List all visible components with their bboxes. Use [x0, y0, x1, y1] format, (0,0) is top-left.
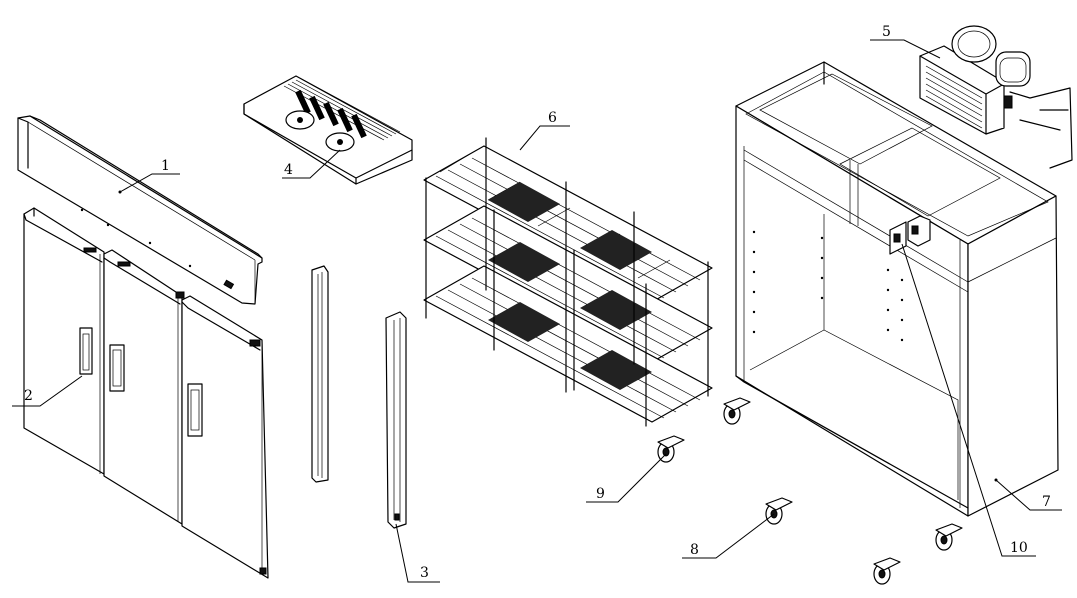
label-8: 8: [690, 542, 699, 558]
label-10: 10: [1010, 540, 1028, 556]
label-5: 5: [882, 24, 891, 40]
control-box: [889, 215, 931, 255]
part-labels: 1 2 3 4 5 6 7 8 9 10: [24, 24, 1051, 581]
label-7: 7: [1042, 494, 1051, 510]
top-panel: [17, 115, 263, 305]
wire-shelving: [423, 137, 713, 427]
cabinet-frame: [735, 61, 1059, 517]
evaporator-unit: [243, 75, 413, 185]
label-3: 3: [420, 565, 429, 581]
castor-front: [657, 397, 751, 463]
shelf-uprights: [425, 137, 709, 427]
label-9: 9: [596, 486, 605, 502]
condensing-unit: [919, 25, 1073, 169]
door-post: [311, 265, 407, 529]
label-6: 6: [548, 110, 557, 126]
label-2: 2: [24, 388, 33, 404]
castor-rear: [765, 497, 963, 585]
label-4: 4: [284, 162, 293, 178]
shelf-level-bottom: [423, 265, 713, 423]
door-handle: [79, 327, 203, 437]
leader-lines: [12, 39, 1062, 583]
door-assembly: [23, 207, 269, 579]
label-1: 1: [161, 158, 170, 174]
